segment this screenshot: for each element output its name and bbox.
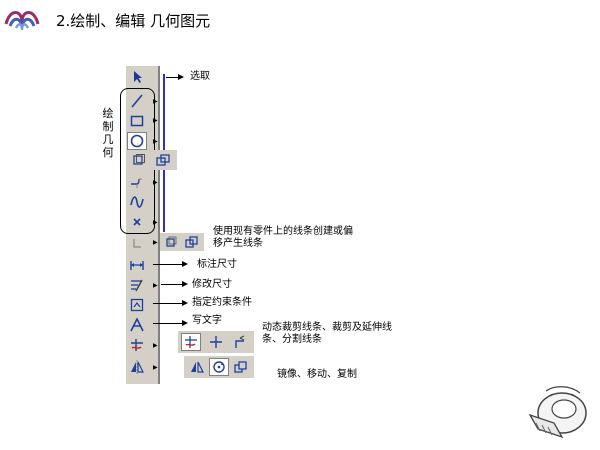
dimension-callout-line: [153, 264, 183, 265]
trim-extend-icon: [210, 336, 222, 348]
spline-icon: [130, 196, 144, 208]
use-edge-icon: [133, 239, 141, 248]
line-flyout-arrow[interactable]: ▶: [153, 98, 158, 105]
dynamic-trim-icon: [185, 336, 197, 348]
select-label: 选取: [190, 71, 210, 82]
use-edge-flyout: [160, 233, 204, 251]
toolbar-edge: [158, 66, 160, 384]
mirror-option[interactable]: [187, 358, 207, 376]
use-edge-label-line2: 移产生线条: [213, 238, 263, 249]
dynamic-trim-option[interactable]: [181, 333, 201, 351]
dimension-tool-button[interactable]: [127, 256, 147, 274]
trim-label-line2: 条、分割线条: [262, 334, 322, 345]
constraint-callout-line: [153, 303, 183, 304]
trim-flyout: [178, 331, 254, 353]
point-icon: [133, 218, 141, 226]
move-option[interactable]: [209, 358, 229, 376]
dimension-callout-arrowhead: [182, 261, 188, 267]
modify-callout-line: [161, 284, 183, 285]
rectangle-tool-button[interactable]: [127, 112, 147, 130]
divide-icon: [235, 335, 245, 348]
point-tool-button[interactable]: [127, 213, 147, 231]
circle-icon: [130, 134, 144, 148]
arc-icon: [131, 178, 142, 188]
rectangle-icon: [130, 115, 144, 127]
divide-option[interactable]: [230, 333, 250, 351]
text-callout-line: [153, 323, 183, 324]
line-tool-button[interactable]: [127, 92, 147, 110]
dimension-icon: [130, 261, 144, 270]
mirror-flyout-arrow[interactable]: ▶: [153, 364, 158, 371]
constraint-icon: [130, 298, 144, 312]
offset-edge-icon: [185, 236, 198, 248]
text-icon: [130, 318, 144, 332]
modify-flyout-arrow[interactable]: ▶: [153, 282, 158, 289]
trim-icon: [131, 339, 143, 351]
mirror-flyout: [184, 356, 254, 378]
select-tool-button[interactable]: [128, 68, 148, 86]
mirror-icon: [131, 360, 144, 374]
use-edge-flyout-arrow[interactable]: ▶: [153, 239, 158, 246]
rotate-move-icon: [213, 361, 225, 373]
copy-option[interactable]: [231, 358, 251, 376]
modify-callout-arrowhead: [182, 281, 188, 287]
mirror-tool-button[interactable]: [127, 358, 147, 376]
text-callout-arrowhead: [182, 320, 188, 326]
trim-extend-option[interactable]: [206, 333, 226, 351]
spline-tool-button[interactable]: [127, 193, 147, 211]
trim-tool-button[interactable]: [127, 336, 147, 354]
trim-label-line1: 动态裁剪线条、裁剪及延伸线: [262, 322, 392, 333]
modify-tool-button[interactable]: [127, 276, 147, 294]
constraint-tool-button[interactable]: [127, 296, 147, 314]
dimension-label: 标注尺寸: [197, 259, 237, 270]
use-edge-option-1[interactable]: [161, 233, 181, 251]
slide-title: 2.绘制、编辑 几何图元: [56, 12, 211, 30]
circle-option-2[interactable]: [153, 151, 173, 169]
mirror-label: 镜像、移动、复制: [277, 369, 357, 380]
circle-flyout: [127, 150, 177, 170]
select-callout-arrowhead: [178, 74, 184, 80]
offset-square-icon: [156, 154, 170, 166]
select-callout-line: [166, 77, 180, 78]
mirror-option-icon: [191, 361, 204, 373]
draw-geometry-group-label: 绘 制 几 何: [102, 107, 114, 159]
pointer-arrow-icon: [134, 71, 142, 83]
concentric-square-icon: [133, 154, 145, 165]
use-edge-label-line1: 使用现有零件上的线条创建或偏: [213, 226, 353, 237]
rectangle-flyout-arrow[interactable]: ▶: [153, 117, 158, 124]
circle-tool-button[interactable]: [127, 132, 147, 150]
text-tool-button[interactable]: [127, 316, 147, 334]
constraint-callout-arrowhead: [182, 300, 188, 306]
copy-icon: [234, 361, 247, 373]
ribbon-logo-icon: [4, 11, 40, 31]
text-label: 写文字: [192, 315, 222, 326]
modify-dimension-label: 修改尺寸: [192, 279, 232, 290]
use-edge-square-icon: [166, 236, 177, 247]
use-edge-tool-button[interactable]: [127, 234, 147, 252]
trim-flyout-arrow[interactable]: ▶: [153, 342, 158, 349]
point-flyout-arrow[interactable]: ▶: [153, 219, 158, 226]
constraint-label: 指定约束条件: [192, 297, 252, 308]
line-icon: [131, 94, 143, 108]
arc-tool-button[interactable]: [127, 173, 147, 191]
circle-flyout-arrow[interactable]: ▶: [153, 138, 158, 145]
modify-icon: [131, 279, 143, 292]
arc-flyout-arrow[interactable]: ▶: [153, 179, 158, 186]
offset-edge-option[interactable]: [182, 233, 202, 251]
mouse-icon: [528, 386, 587, 439]
circle-option-1[interactable]: [129, 151, 149, 169]
